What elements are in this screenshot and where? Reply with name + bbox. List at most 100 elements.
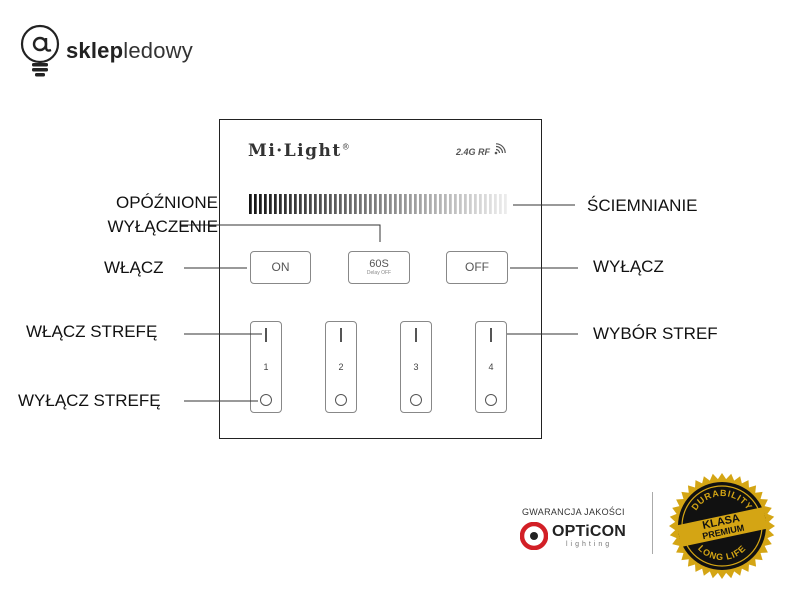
dim-segment: [479, 194, 482, 214]
label-turn-on: WŁĄCZ: [104, 258, 164, 277]
dim-segment: [494, 194, 497, 214]
zone-off-key[interactable]: [410, 394, 422, 406]
dim-segment: [409, 194, 412, 214]
label-delay-off: OPÓŹNIONE WYŁĄCZENIE: [58, 191, 218, 239]
dim-segment: [424, 194, 427, 214]
dim-segment: [384, 194, 387, 214]
dim-segment: [359, 194, 362, 214]
zone-number: 1: [263, 362, 269, 372]
dim-segment: [474, 194, 477, 214]
guarantee-text: GWARANCJA JAKOŚCI: [522, 507, 625, 517]
dim-segment: [369, 194, 372, 214]
off-button-label: OFF: [465, 260, 489, 274]
on-button[interactable]: ON: [250, 251, 311, 284]
dim-segment: [349, 194, 352, 214]
dim-segment: [419, 194, 422, 214]
panel-brand-logo: Mi·Light®: [248, 141, 350, 161]
dim-segment: [324, 194, 327, 214]
dimming-slider[interactable]: [249, 194, 509, 214]
dim-segment: [329, 194, 332, 214]
dim-segment: [249, 194, 252, 214]
dim-segment: [499, 194, 502, 214]
zone-button-4[interactable]: 4: [475, 321, 507, 413]
dim-segment: [464, 194, 467, 214]
zone-number: 3: [413, 362, 419, 372]
dim-segment: [314, 194, 317, 214]
dim-segment: [279, 194, 282, 214]
label-delay-off-line2: WYŁĄCZENIE: [107, 217, 218, 236]
dim-segment: [389, 194, 392, 214]
label-zone-off: WYŁĄCZ STREFĘ: [18, 391, 161, 410]
zone-on-key[interactable]: [415, 328, 417, 342]
dim-segment: [469, 194, 472, 214]
dim-segment: [304, 194, 307, 214]
dim-segment: [264, 194, 267, 214]
opticon-logo-icon: [520, 522, 548, 550]
zone-off-key[interactable]: [260, 394, 272, 406]
footer-divider: [652, 492, 653, 554]
label-zone-on: WŁĄCZ STREFĘ: [26, 322, 158, 341]
zone-off-key[interactable]: [335, 394, 347, 406]
dim-segment: [294, 194, 297, 214]
dim-segment: [394, 194, 397, 214]
dim-segment: [269, 194, 272, 214]
delay-button-sublabel: Delay OFF: [366, 270, 392, 276]
dim-segment: [334, 194, 337, 214]
zone-button-3[interactable]: 3: [400, 321, 432, 413]
dim-segment: [274, 194, 277, 214]
label-delay-off-line1: OPÓŹNIONE: [115, 193, 218, 212]
zone-button-1[interactable]: 1: [250, 321, 282, 413]
dim-segment: [489, 194, 492, 214]
dim-segment: [454, 194, 457, 214]
dim-segment: [254, 194, 257, 214]
opticon-sub-text: lighting: [566, 541, 613, 548]
remote-panel: [219, 119, 542, 439]
dim-segment: [354, 194, 357, 214]
zone-off-key[interactable]: [485, 394, 497, 406]
brand-name-bold: sklep: [66, 38, 124, 63]
dim-segment: [364, 194, 367, 214]
dim-segment: [259, 194, 262, 214]
dim-segment: [309, 194, 312, 214]
dim-segment: [459, 194, 462, 214]
dim-segment: [379, 194, 382, 214]
dim-segment: [404, 194, 407, 214]
dim-segment: [284, 194, 287, 214]
zone-number: 4: [488, 362, 494, 372]
panel-brand-text: Mi·Light: [248, 141, 342, 161]
zone-on-key[interactable]: [340, 328, 342, 342]
label-dimming: ŚCIEMNIANIE: [587, 196, 698, 215]
zone-number: 2: [338, 362, 344, 372]
off-button[interactable]: OFF: [446, 251, 508, 284]
label-zone-select: WYBÓR STREF: [593, 324, 718, 343]
dim-segment: [299, 194, 302, 214]
dim-segment: [504, 194, 507, 214]
dim-segment: [444, 194, 447, 214]
dim-segment: [449, 194, 452, 214]
on-button-label: ON: [271, 260, 290, 274]
wireless-signal-icon: [494, 143, 506, 155]
dim-segment: [429, 194, 432, 214]
dim-segment: [399, 194, 402, 214]
zone-on-key[interactable]: [490, 328, 492, 342]
dim-segment: [319, 194, 322, 214]
registered-mark: ®: [341, 142, 350, 152]
brand-logo-text: sklepledowy: [66, 38, 193, 64]
premium-quality-seal: DURABILITY LONG LIFE KLASA PREMIUM: [669, 473, 775, 579]
zone-on-key[interactable]: [265, 328, 267, 342]
label-turn-off: WYŁĄCZ: [593, 257, 664, 276]
delay-button-label: 60S: [369, 258, 389, 270]
dim-segment: [289, 194, 292, 214]
brand-name-light: ledowy: [123, 38, 193, 63]
zone-button-2[interactable]: 2: [325, 321, 357, 413]
dim-segment: [414, 194, 417, 214]
dim-segment: [484, 194, 487, 214]
dim-segment: [434, 194, 437, 214]
opticon-brand-name: OPTiCON: [552, 523, 627, 540]
rf-label: 2.4G RF: [456, 147, 491, 157]
dim-segment: [439, 194, 442, 214]
dim-segment: [374, 194, 377, 214]
dim-segment: [344, 194, 347, 214]
lightbulb-at-icon: [20, 24, 60, 77]
